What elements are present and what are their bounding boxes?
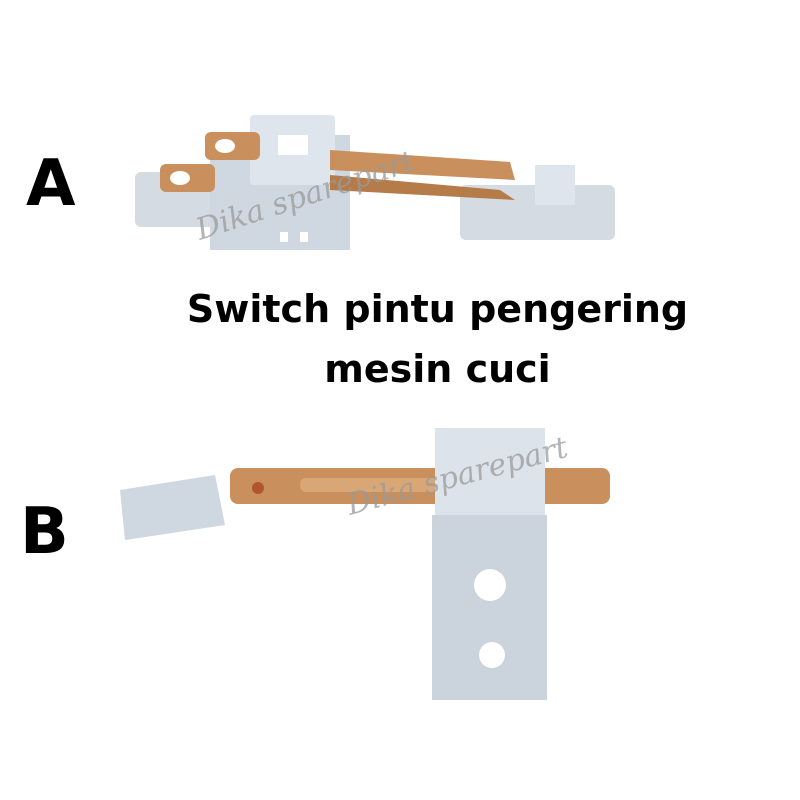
label-a: A bbox=[26, 147, 76, 221]
switch-part-b: Dika sparepart bbox=[120, 428, 610, 700]
label-b: B bbox=[20, 495, 69, 569]
title-line-1: Switch pintu pengering bbox=[186, 287, 689, 331]
switch-part-a: Dika sparepart bbox=[135, 115, 615, 250]
title-line-2: mesin cuci bbox=[324, 347, 551, 391]
